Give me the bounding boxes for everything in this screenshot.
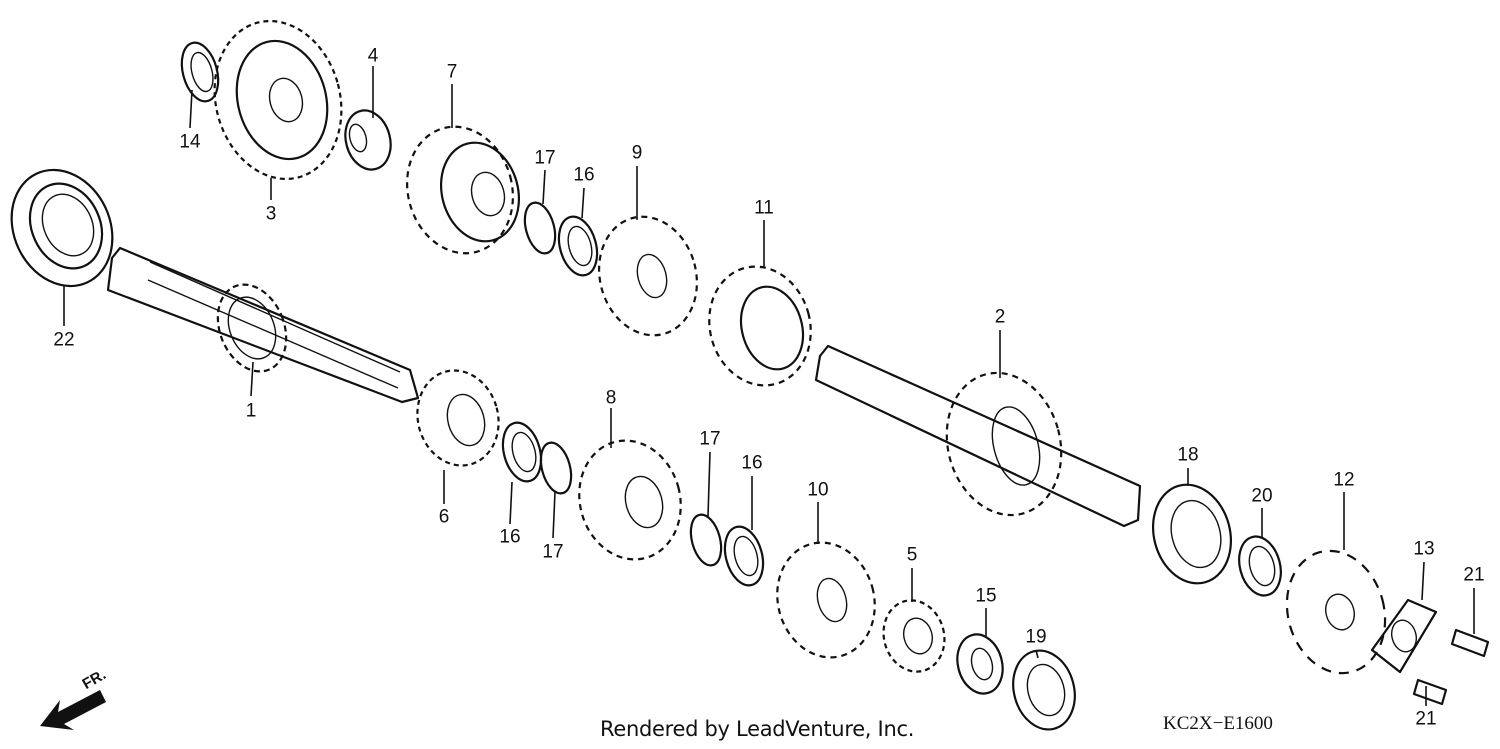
part-17-circlip-lower-left[interactable] — [536, 439, 577, 496]
part-3-gear[interactable] — [197, 7, 358, 194]
callout-4: 4 — [367, 45, 379, 67]
callout-11: 11 — [754, 197, 774, 219]
part-12-sprocket[interactable] — [1274, 540, 1399, 685]
part-15-washer[interactable] — [951, 629, 1009, 698]
callout-6: 6 — [438, 506, 450, 528]
part-16-washer-lower-right[interactable] — [719, 522, 769, 589]
part-17-circlip-upper[interactable] — [520, 199, 561, 256]
callout-13: 13 — [1413, 538, 1435, 560]
part-21-bolt-lower[interactable] — [1412, 678, 1448, 706]
diagram-code: KC2X−E1600 — [1163, 713, 1273, 734]
callout-18: 18 — [1177, 444, 1199, 466]
callout-21-lower: 21 — [1415, 708, 1437, 730]
part-16-washer-lower-left[interactable] — [497, 418, 547, 485]
callout-15: 15 — [975, 585, 997, 607]
part-9-gear[interactable] — [586, 206, 710, 347]
callout-5: 5 — [906, 544, 918, 566]
part-6-gear[interactable] — [407, 361, 509, 474]
leader-lines — [63, 66, 1475, 706]
part-21-bolt-upper[interactable] — [1450, 628, 1490, 658]
callout-7: 7 — [446, 61, 458, 83]
callout-2: 2 — [994, 306, 1006, 328]
callout-17-upper: 17 — [534, 147, 556, 169]
callout-17-lower-left: 17 — [542, 541, 564, 563]
callout-22: 22 — [53, 329, 75, 351]
part-17-circlip-lower-right[interactable] — [686, 511, 727, 568]
part-2-countershaft[interactable] — [814, 344, 1142, 528]
render-credit: Rendered by LeadVenture, Inc. — [600, 717, 915, 741]
callout-9: 9 — [631, 142, 643, 164]
part-19-bearing[interactable] — [1005, 644, 1084, 737]
part-7-gear[interactable] — [393, 115, 529, 266]
part-11-gear[interactable] — [696, 255, 824, 397]
part-8-gear[interactable] — [566, 429, 694, 571]
callout-10: 10 — [807, 479, 829, 501]
part-10-gear[interactable] — [765, 532, 888, 669]
part-13-plate[interactable] — [1370, 598, 1438, 674]
part-16-washer-upper[interactable] — [553, 212, 603, 279]
part-1-mainshaft[interactable] — [106, 246, 420, 404]
callout-16-lower-left: 16 — [499, 526, 521, 548]
part-14-washer[interactable] — [176, 39, 224, 106]
part-18-bearing[interactable] — [1142, 476, 1241, 592]
part-4-collar[interactable] — [339, 105, 397, 174]
callout-14: 14 — [179, 131, 201, 153]
part-22-bearing[interactable] — [0, 153, 131, 302]
callout-21-upper: 21 — [1463, 564, 1485, 586]
part-5-gear[interactable] — [876, 593, 953, 678]
part-20-seal[interactable] — [1233, 532, 1287, 600]
callout-19: 19 — [1025, 626, 1047, 648]
callout-3: 3 — [265, 203, 277, 225]
callout-1: 1 — [245, 400, 257, 422]
callout-12: 12 — [1333, 469, 1355, 491]
callout-17-lower-right: 17 — [699, 428, 721, 450]
callout-8: 8 — [605, 387, 617, 409]
callout-16-lower-right: 16 — [741, 452, 763, 474]
front-direction-arrow-icon — [40, 690, 106, 730]
callout-16-upper: 16 — [573, 164, 595, 186]
callout-20: 20 — [1251, 485, 1273, 507]
